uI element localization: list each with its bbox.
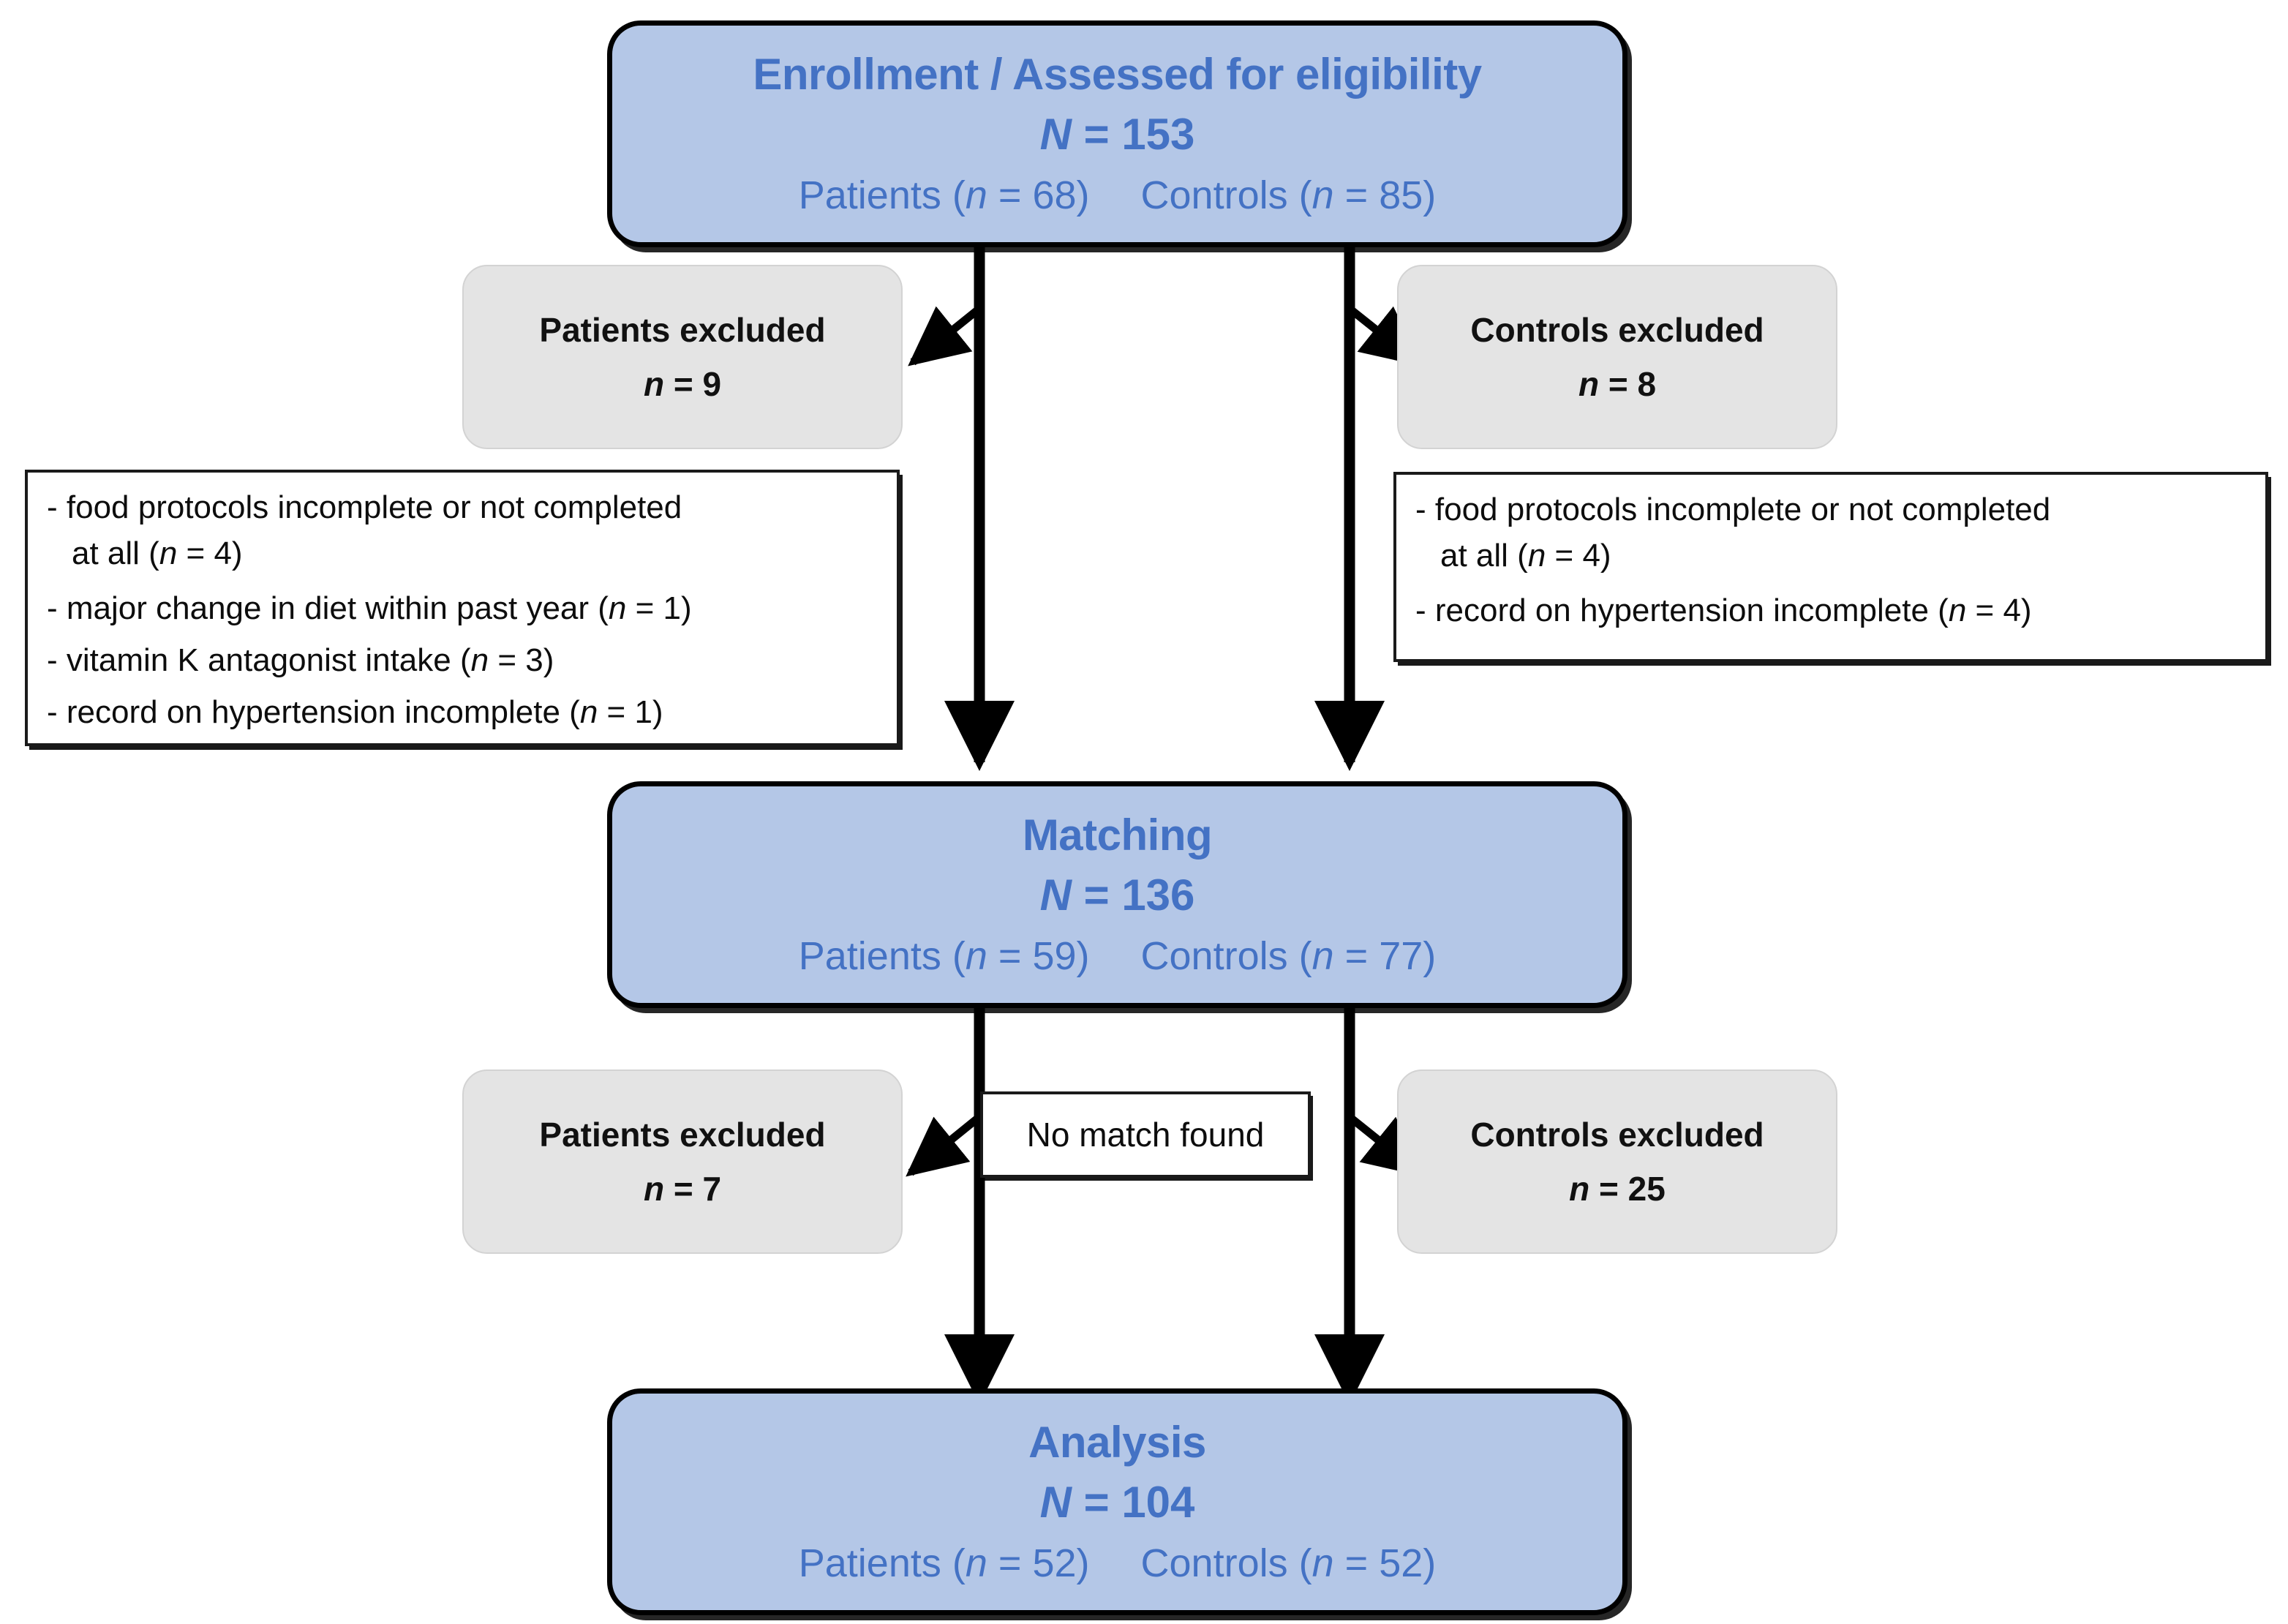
enrollment-group-controls: Controls (n = 85) xyxy=(1140,173,1437,217)
node-enrollment[interactable]: Enrollment / Assessed for eligibility N … xyxy=(607,20,1627,247)
reason-item: - food protocols incomplete or not compl… xyxy=(1415,492,2051,527)
controls-excluded-1-label: Controls excluded xyxy=(1470,311,1764,349)
analysis-total: N = 104 xyxy=(1039,1478,1195,1527)
node-patients-excluded-stage1[interactable]: Patients excluded n = 9 xyxy=(462,265,903,449)
node-controls-excluded-stage2[interactable]: Controls excluded n = 25 xyxy=(1397,1069,1837,1254)
enrollment-n-value: 153 xyxy=(1121,110,1195,159)
matching-group-controls: Controls (n = 77) xyxy=(1140,934,1437,978)
enrollment-total: N = 153 xyxy=(1039,110,1195,159)
reason-item-continuation: at all (n = 4) xyxy=(72,535,243,571)
analysis-group-controls: Controls (n = 52) xyxy=(1140,1541,1437,1585)
reason-item: - vitamin K antagonist intake (n = 3) xyxy=(47,642,554,678)
node-controls-excluded-stage1[interactable]: Controls excluded n = 8 xyxy=(1397,265,1837,449)
node-analysis[interactable]: Analysis N = 104 Patients (n = 52) Contr… xyxy=(607,1388,1627,1615)
node-matching[interactable]: Matching N = 136 Patients (n = 59) Contr… xyxy=(607,781,1627,1008)
patient-exclusion-reasons-box: - food protocols incomplete or not compl… xyxy=(25,470,900,746)
enrollment-groups: Patients (n = 68) Controls (n = 85) xyxy=(799,176,1437,215)
patients-excluded-1-count: n = 9 xyxy=(643,365,722,403)
matching-groups: Patients (n = 59) Controls (n = 77) xyxy=(799,936,1437,976)
controls-excluded-2-label: Controls excluded xyxy=(1470,1116,1764,1154)
controls-excluded-2-count: n = 25 xyxy=(1569,1170,1666,1208)
patients-excluded-2-label: Patients excluded xyxy=(539,1116,826,1154)
arrow-to-patients-excluded-2 xyxy=(906,1116,979,1177)
node-patients-excluded-stage2[interactable]: Patients excluded n = 7 xyxy=(462,1069,903,1254)
analysis-group-patients: Patients (n = 52) xyxy=(798,1541,1090,1585)
controls-excluded-1-count: n = 8 xyxy=(1578,365,1657,403)
matching-group-patients: Patients (n = 59) xyxy=(798,934,1090,978)
reason-item: - food protocols incomplete or not compl… xyxy=(47,489,682,525)
reason-item-continuation: at all (n = 4) xyxy=(1440,537,1611,574)
arrow-to-patients-excluded-1 xyxy=(908,306,979,366)
analysis-groups: Patients (n = 52) Controls (n = 52) xyxy=(799,1544,1437,1583)
reason-item: - major change in diet within past year … xyxy=(47,590,692,626)
no-match-found-label: No match found xyxy=(980,1091,1311,1178)
matching-title: Matching xyxy=(1022,811,1213,860)
reason-item: - record on hypertension incomplete (n =… xyxy=(1415,592,2032,628)
enrollment-title: Enrollment / Assessed for eligibility xyxy=(753,50,1482,99)
analysis-title: Analysis xyxy=(1028,1418,1206,1467)
patients-excluded-2-count: n = 7 xyxy=(643,1170,722,1208)
patients-excluded-1-label: Patients excluded xyxy=(539,311,826,349)
reason-item: - record on hypertension incomplete (n =… xyxy=(47,693,663,730)
matching-total: N = 136 xyxy=(1039,871,1195,920)
matching-n-value: 136 xyxy=(1121,871,1195,920)
analysis-n-value: 104 xyxy=(1121,1478,1195,1527)
enrollment-group-patients: Patients (n = 68) xyxy=(798,173,1090,217)
control-exclusion-reasons-box: - food protocols incomplete or not compl… xyxy=(1393,472,2268,662)
